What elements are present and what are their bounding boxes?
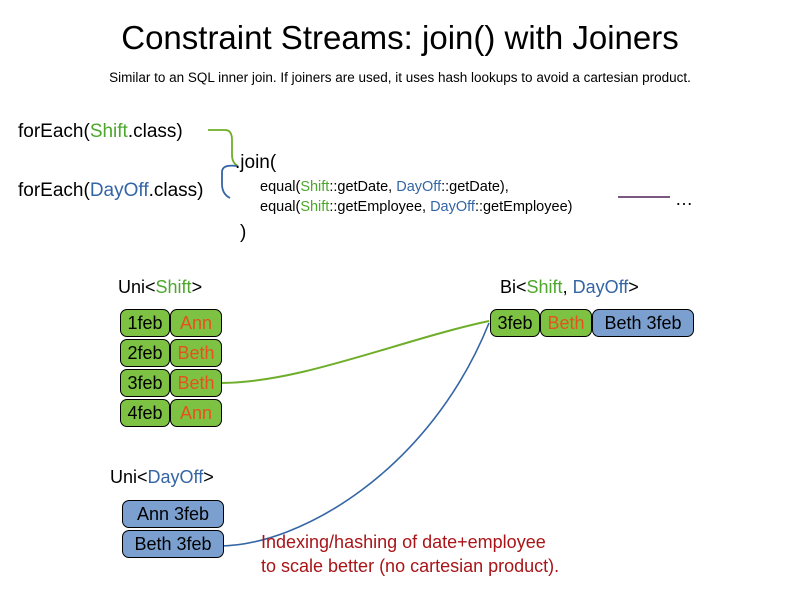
caption-uni-shift: Uni<Shift> — [118, 276, 202, 298]
shift-fact-row[interactable]: 1feb Ann — [120, 309, 222, 337]
dayoff-fact-row[interactable]: Ann 3feb — [122, 500, 224, 528]
bi-type-dayoff: DayOff — [572, 277, 629, 297]
shift-date-cell: 1feb — [120, 309, 170, 337]
foreach-dayoff-prefix: forEach( — [18, 180, 90, 201]
uni-dayoff-prefix: Uni< — [110, 467, 148, 487]
bi-separator: , — [562, 277, 573, 297]
page-title: Constraint Streams: join() with Joiners — [121, 19, 679, 56]
foreach-shift-suffix: .class) — [127, 121, 183, 142]
uni-shift-prefix: Uni< — [118, 277, 156, 297]
joiner-employee-right-ref: ::getEmployee) — [474, 199, 573, 215]
uni-dayoff-type: DayOff — [147, 467, 204, 487]
caption-uni-dayoff: Uni<DayOff> — [110, 466, 214, 488]
purple-rule-divider — [618, 196, 670, 198]
shift-date-cell: 4feb — [120, 399, 170, 427]
shift-employee-cell: Ann — [170, 399, 222, 427]
bi-fact-row[interactable]: 3feb Beth Beth 3feb — [490, 309, 694, 337]
bi-prefix: Bi< — [500, 277, 527, 297]
ellipsis-text: … — [675, 189, 693, 209]
code-join-open: .join( — [235, 152, 277, 173]
uni-dayoff-suffix: > — [203, 467, 214, 487]
foreach-dayoff-type: DayOff — [89, 180, 149, 201]
shift-date-cell: 3feb — [120, 369, 170, 397]
bi-type-shift: Shift — [526, 277, 563, 297]
caption-bi-stream: Bi<Shift, DayOff> — [500, 276, 639, 298]
brace-green-path — [208, 129, 239, 167]
joiner-date-right-ref: ::getDate), — [441, 179, 509, 195]
shift-fact-row[interactable]: 2feb Beth — [120, 339, 222, 367]
joiner-employee-left-type: Shift — [300, 199, 330, 215]
joiner-date-left-type: Shift — [300, 179, 330, 195]
shift-employee-cell: Beth — [170, 339, 222, 367]
annotation-note: Indexing/hashing of date+employee to sca… — [261, 530, 559, 578]
code-joiner-employee: equal(Shift::getEmployee, DayOff::getEmp… — [260, 198, 572, 216]
shift-to-bi-curve — [220, 320, 490, 384]
foreach-dayoff-suffix: .class) — [148, 180, 204, 201]
uni-shift-type: Shift — [155, 277, 192, 297]
bi-dayoff-cell: Beth 3feb — [592, 309, 694, 337]
shift-employee-cell: Ann — [170, 309, 222, 337]
shift-fact-row[interactable]: 4feb Ann — [120, 399, 222, 427]
dayoff-cell: Ann 3feb — [122, 500, 224, 528]
shift-employee-cell: Beth — [170, 369, 222, 397]
annotation-line-1: Indexing/hashing of date+employee — [261, 532, 546, 552]
annotation-line-2: to scale better (no cartesian product). — [261, 556, 560, 576]
uni-shift-suffix: > — [191, 277, 203, 297]
bi-shift-employee-cell: Beth — [540, 309, 592, 337]
dayoff-cell: Beth 3feb — [122, 530, 224, 558]
code-foreach-shift: forEach(Shift.class) — [18, 121, 183, 143]
foreach-shift-prefix: forEach( — [18, 121, 90, 142]
shift-fact-row[interactable]: 3feb Beth — [120, 369, 222, 397]
code-join-close: ) — [240, 222, 247, 243]
joiner-employee-right-type: DayOff — [430, 199, 475, 215]
joiner-date-right-type: DayOff — [396, 179, 442, 195]
joiner-employee-fn: equal( — [260, 199, 301, 215]
bi-shift-date-cell: 3feb — [490, 309, 540, 337]
shift-date-cell: 2feb — [120, 339, 170, 367]
code-joiner-date: equal(Shift::getDate, DayOff::getDate), — [260, 178, 509, 196]
page-subtitle: Similar to an SQL inner join. If joiners… — [109, 70, 691, 85]
joiner-date-left-ref: ::getDate, — [329, 179, 397, 195]
dayoff-to-bi-curve — [218, 322, 490, 547]
code-foreach-dayoff: forEach(DayOff.class) — [18, 180, 204, 202]
joiner-employee-left-ref: ::getEmployee, — [329, 199, 431, 215]
joiner-date-fn: equal( — [260, 179, 301, 195]
bi-suffix: > — [628, 277, 639, 297]
dayoff-fact-row[interactable]: Beth 3feb — [122, 530, 224, 558]
foreach-shift-type: Shift — [89, 121, 128, 142]
